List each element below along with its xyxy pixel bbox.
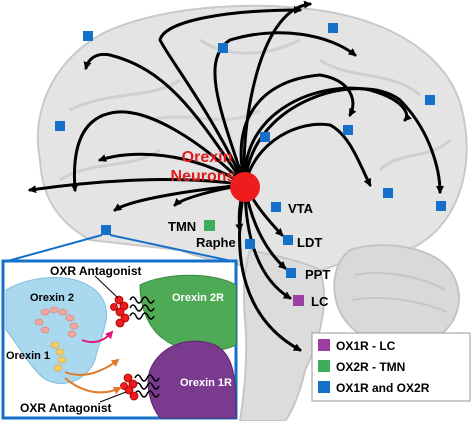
antagonist-pointer — [94, 275, 119, 299]
target-marker-purple — [293, 295, 304, 306]
brainstem — [238, 248, 326, 421]
label-antagonist-bottom: OXR Antagonist — [20, 401, 112, 415]
inset-zoom-line — [109, 234, 237, 263]
label-ldt: LDT — [297, 235, 322, 250]
binding-arrow-orexin2 — [81, 330, 114, 343]
binding-arrow-orexin1-a — [64, 358, 120, 376]
target-marker-green — [204, 220, 215, 231]
label-raphe: Raphe — [196, 235, 236, 250]
projection-arrows — [28, 0, 444, 352]
target-marker-blue — [245, 239, 255, 249]
label-ppt: PPT — [305, 267, 330, 282]
antagonist-inset: OXR Antagonist Orexin 2 Orexin 1 Orexin … — [1, 259, 238, 420]
label-receptor2: Orexin 2R — [172, 292, 224, 304]
receptor-coil-1r — [134, 374, 160, 398]
label-antagonist-top: OXR Antagonist — [50, 264, 142, 278]
legend-label-ox1r-lc: OX1R - LC — [336, 339, 396, 353]
target-marker-blue — [101, 225, 111, 235]
title-line1: Orexin — [182, 149, 233, 166]
legend: OX1R - LC OX2R - TMN OX1R and OX2R — [311, 332, 471, 402]
projection-arrow — [213, 31, 357, 187]
orexin-neuron-cluster — [230, 172, 260, 202]
antagonist-molecule-bottom — [120, 373, 139, 401]
legend-swatch-green — [318, 360, 330, 372]
target-marker-blue — [436, 201, 446, 211]
target-marker-blue — [286, 268, 296, 278]
label-receptor1: Orexin 1R — [180, 377, 232, 389]
presynaptic-terminal — [5, 277, 107, 384]
antagonist-molecule-top — [110, 295, 130, 328]
projection-arrow — [243, 183, 292, 300]
legend-frame — [311, 332, 471, 402]
target-markers — [55, 23, 446, 306]
label-vta: VTA — [288, 201, 314, 216]
projection-arrow — [239, 73, 357, 187]
inset-zoom-line — [3, 234, 103, 263]
target-marker-blue — [55, 121, 65, 131]
legend-label-ox2r-tmn: OX2R - TMN — [336, 360, 405, 374]
label-tmn: TMN — [168, 219, 196, 234]
target-marker-blue — [271, 202, 281, 212]
title-line2: Neurons — [171, 168, 236, 185]
target-marker-blue — [328, 23, 338, 33]
target-marker-blue — [425, 95, 435, 105]
projection-arrow — [238, 183, 302, 352]
cerebellum — [333, 244, 460, 349]
binding-arrow-orexin1-b — [64, 377, 122, 395]
projection-arrow — [70, 110, 247, 192]
projection-arrow — [242, 0, 312, 187]
label-lc: LC — [311, 294, 329, 309]
target-marker-blue — [83, 31, 93, 41]
target-marker-blue — [260, 132, 270, 142]
legend-label-ox1r-ox2r: OX1R and OX2R — [336, 381, 430, 395]
legend-swatch-purple — [318, 339, 330, 351]
receptor-coil-2r — [129, 296, 155, 320]
projection-arrow — [98, 152, 247, 187]
label-orexin1: Orexin 1 — [6, 350, 50, 362]
projection-arrow — [243, 87, 444, 194]
target-marker-blue — [383, 188, 393, 198]
orexin-1r-cell — [147, 340, 237, 419]
projection-arrow — [158, 6, 302, 187]
orexin1-peptides — [50, 341, 67, 372]
target-marker-blue — [218, 43, 228, 53]
projection-arrow — [28, 178, 247, 194]
target-marker-blue — [283, 235, 293, 245]
antagonist-pointer — [99, 391, 127, 403]
orexin2-peptides — [34, 306, 79, 338]
legend-swatch-blue — [318, 381, 330, 393]
label-orexin2: Orexin 2 — [30, 292, 74, 304]
target-marker-blue — [343, 125, 353, 135]
projection-arrow — [243, 122, 372, 187]
projection-arrow — [83, 52, 247, 187]
